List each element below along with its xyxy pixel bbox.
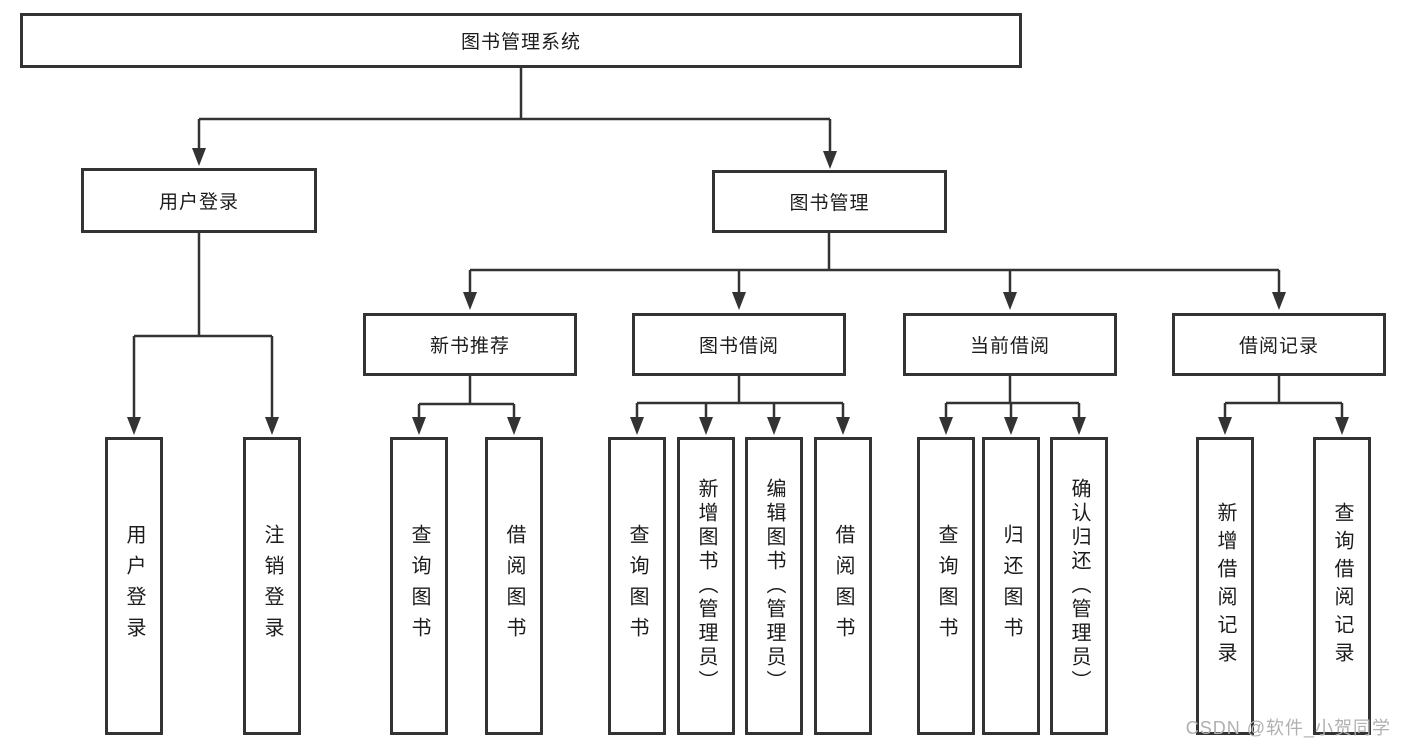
node-label: 借阅记录 bbox=[1238, 336, 1319, 357]
node-label: 当前借阅 bbox=[969, 336, 1050, 357]
node-label: 图书管理系统 bbox=[460, 32, 581, 53]
arrowheads-user-login-branch bbox=[127, 417, 279, 435]
node-current-borrowing: 当前借阅 bbox=[903, 313, 1117, 376]
leaf-confirm-return-admin: 确认归还（管理员） bbox=[1050, 437, 1108, 735]
node-library-management-system: 图书管理系统 bbox=[20, 13, 1022, 68]
arrowheads-current-borrow-branch bbox=[939, 417, 1086, 435]
arrowheads-level3 bbox=[463, 292, 1286, 310]
node-label: 图书管理 bbox=[789, 193, 870, 214]
leaf-query-books-borrowing: 查询图书 bbox=[608, 437, 666, 735]
csdn-watermark: CSDN @软件_小贺同学 bbox=[1185, 718, 1391, 738]
connector-book-borrow-branch bbox=[635, 376, 845, 418]
leaf-query-books-current: 查询图书 bbox=[917, 437, 975, 735]
leaf-borrow-books-borrowing: 借阅图书 bbox=[814, 437, 872, 735]
node-label: 归还图书 bbox=[1000, 524, 1022, 648]
node-user-login: 用户登录 bbox=[81, 168, 317, 233]
leaf-add-borrow-record: 新增借阅记录 bbox=[1196, 437, 1254, 735]
node-label: 确认归还（管理员） bbox=[1068, 478, 1090, 694]
connector-user-login-branch bbox=[132, 233, 274, 418]
arrowheads-book-borrow-branch bbox=[630, 417, 850, 435]
node-label: 查询图书 bbox=[626, 524, 648, 648]
leaf-edit-book-admin: 编辑图书（管理员） bbox=[745, 437, 803, 735]
arrowheads-borrow-records-branch bbox=[1218, 417, 1349, 435]
node-book-management: 图书管理 bbox=[712, 170, 947, 233]
node-label: 新书推荐 bbox=[429, 336, 510, 357]
node-label: 借阅图书 bbox=[832, 524, 854, 648]
connector-current-borrow-branch bbox=[944, 376, 1081, 418]
connector-root-to-level2 bbox=[197, 68, 832, 152]
node-label: 编辑图书（管理员） bbox=[763, 478, 785, 694]
leaf-query-books-recommend: 查询图书 bbox=[390, 437, 448, 735]
leaf-user-login: 用户登录 bbox=[105, 437, 163, 735]
node-borrow-records: 借阅记录 bbox=[1172, 313, 1386, 376]
node-label: 查询图书 bbox=[935, 524, 957, 648]
node-label: 借阅图书 bbox=[503, 524, 525, 648]
leaf-query-borrow-record: 查询借阅记录 bbox=[1313, 437, 1371, 735]
leaf-return-book: 归还图书 bbox=[982, 437, 1040, 735]
node-label: 用户登录 bbox=[123, 524, 145, 648]
node-label: 图书借阅 bbox=[698, 336, 779, 357]
node-book-borrowing: 图书借阅 bbox=[632, 313, 846, 376]
arrowheads-new-book-branch bbox=[412, 417, 521, 435]
node-new-book-recommend: 新书推荐 bbox=[363, 313, 577, 376]
arrowheads-level2 bbox=[192, 148, 837, 169]
leaf-add-book-admin: 新增图书（管理员） bbox=[677, 437, 735, 735]
node-label: 注销登录 bbox=[261, 524, 283, 648]
node-label: 查询图书 bbox=[408, 524, 430, 648]
node-label: 新增借阅记录 bbox=[1214, 502, 1236, 670]
leaf-logout-login: 注销登录 bbox=[243, 437, 301, 735]
node-label: 用户登录 bbox=[158, 192, 239, 213]
connector-book-mgmt-to-level3 bbox=[468, 233, 1281, 293]
node-label: 新增图书（管理员） bbox=[695, 478, 717, 694]
connector-borrow-records-branch bbox=[1223, 376, 1344, 418]
connector-new-book-branch bbox=[417, 376, 516, 418]
node-label: 查询借阅记录 bbox=[1331, 502, 1353, 670]
leaf-borrow-books-recommend: 借阅图书 bbox=[485, 437, 543, 735]
